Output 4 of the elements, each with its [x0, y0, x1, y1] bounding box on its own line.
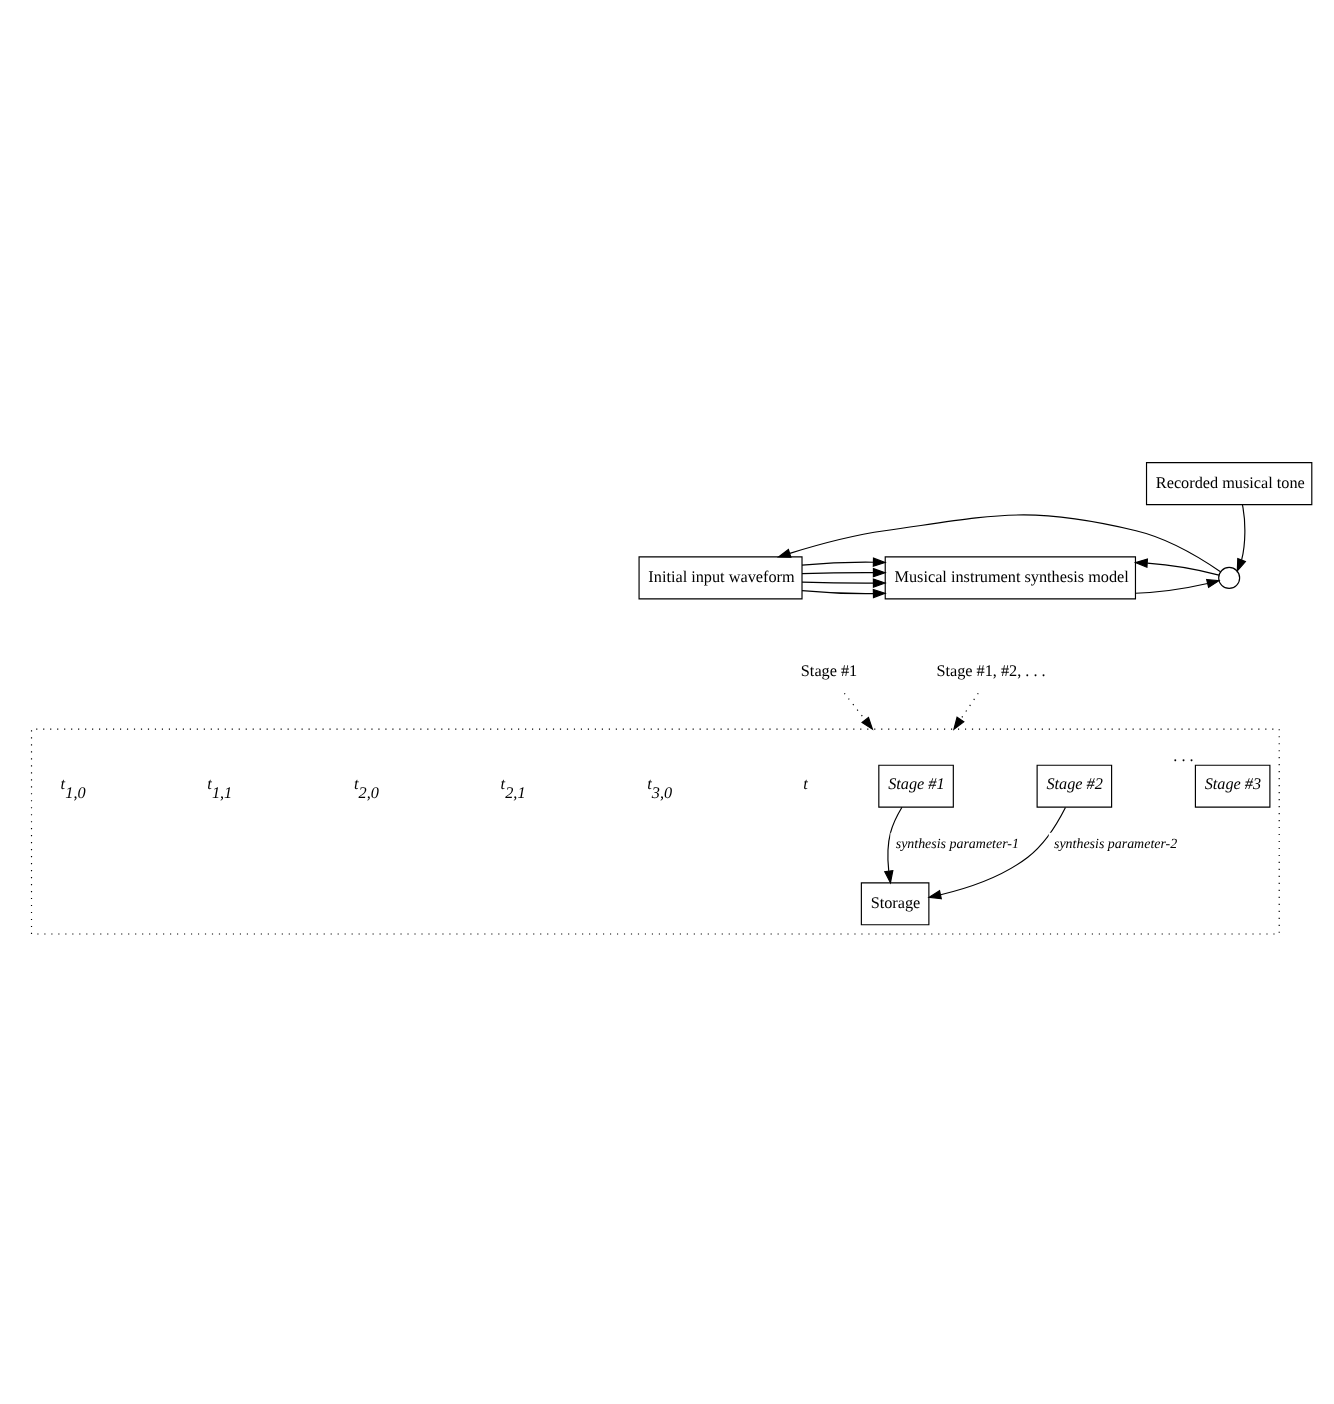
node-label: . . .	[1173, 745, 1194, 764]
label: t	[803, 774, 808, 793]
node-text: Stage #1	[800, 661, 858, 680]
node-text: Stage #1, #2, . . .	[936, 661, 1046, 680]
